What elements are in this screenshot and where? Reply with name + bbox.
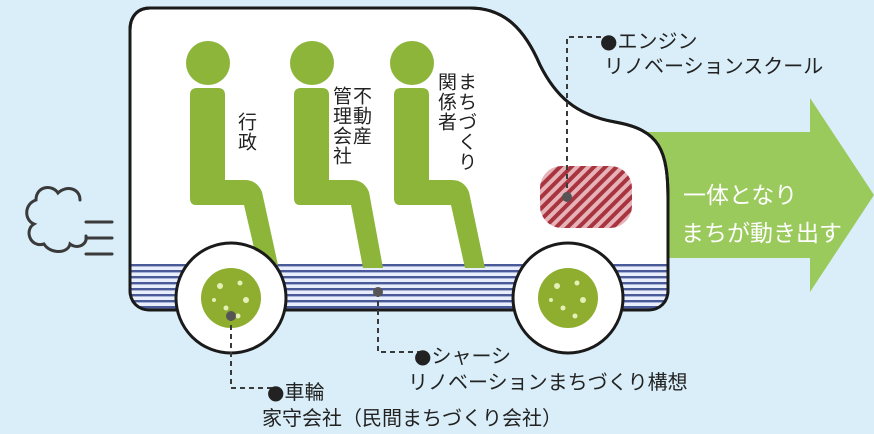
arrow-text-line1: 一体となり xyxy=(683,183,798,209)
person-icon-2 xyxy=(290,41,383,268)
exhaust-icon xyxy=(25,186,114,256)
chassis-desc: リノベーションまちづくり構想 xyxy=(408,370,688,394)
chassis-leader xyxy=(377,292,420,353)
engine-block xyxy=(540,166,632,228)
person-icon-1 xyxy=(186,41,278,265)
engine-desc: リノベーションスクール xyxy=(604,54,824,78)
person-icon-3 xyxy=(390,41,485,268)
chassis-title: ●シャーシ xyxy=(414,344,512,368)
wheel-leader xyxy=(230,316,272,389)
wheel-desc: 家守会社（民間まちづくり会社） xyxy=(262,406,562,430)
wheel-title: ●車輪 xyxy=(267,380,325,404)
engine-title: ●エンジン xyxy=(600,29,698,53)
passenger-label-realestate: 不動産 管理会社 xyxy=(330,86,372,166)
arrow-text-line2: まちが動き出す xyxy=(681,221,842,247)
passenger-label-machizukuri: まちづくり 関係者 xyxy=(435,72,477,172)
passenger-label-government: 行政 xyxy=(235,112,257,152)
engine-leader xyxy=(566,36,603,197)
wheel-rear xyxy=(511,241,625,355)
wheel-front xyxy=(174,241,288,355)
